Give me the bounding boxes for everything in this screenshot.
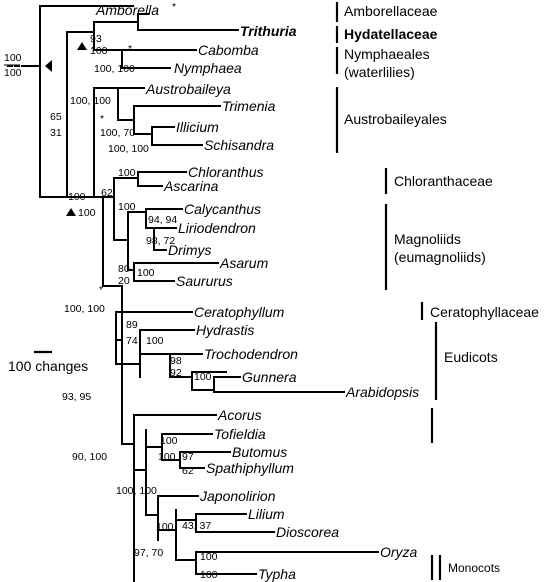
taxon-label: Calycanthus <box>184 201 261 217</box>
taxon-label: Austrobaileya <box>145 81 231 97</box>
support-value: 100 <box>200 551 218 563</box>
taxon-label: Trimenia <box>222 98 276 114</box>
support-value: 65 <box>50 111 62 123</box>
clade-label: Magnoliids <box>394 231 461 247</box>
root-triangle-marker <box>45 60 52 72</box>
support-value: 92 <box>170 367 182 379</box>
taxon-label: Asarum <box>219 255 269 271</box>
taxon-label: Japonolirion <box>199 488 276 504</box>
support-value: 94, 94 <box>148 214 177 226</box>
taxon-label: Trithuria <box>240 23 297 39</box>
clade-label: (waterlilies) <box>344 64 415 80</box>
support-value: 100 <box>118 167 136 179</box>
support-value: 100, 100 <box>64 303 105 315</box>
taxon-label: Acorus <box>217 407 262 423</box>
support-value: 100, 100 <box>108 143 149 155</box>
support-value: 100 <box>4 52 22 64</box>
support-value: 62 <box>101 187 113 199</box>
support-value: 97, 70 <box>134 547 163 559</box>
taxon-label: Cabomba <box>198 42 259 58</box>
taxon-label: Chloranthus <box>188 164 264 180</box>
support-value: 93, 95 <box>62 391 91 403</box>
taxon-label: Drimys <box>168 242 212 258</box>
taxon-label: Saururus <box>176 273 233 289</box>
support-value: 31 <box>50 127 62 139</box>
support-value: 100 <box>90 45 108 57</box>
taxon-label: Nymphaea <box>174 60 242 76</box>
taxon-label: Butomus <box>232 444 287 460</box>
taxon-label: Gunnera <box>242 369 297 385</box>
taxon-label: Tofieldia <box>214 426 266 442</box>
taxon-label: Illicium <box>176 119 219 135</box>
taxon-label: Arabidopsis <box>345 384 419 400</box>
taxon-label: Typha <box>258 566 296 582</box>
clade-label: Monocots <box>448 561 500 575</box>
support-value: * <box>99 284 103 296</box>
rest-triangle-marker <box>66 208 76 216</box>
clade-label: Chloranthaceae <box>394 173 493 189</box>
taxon-label: Oryza <box>380 544 418 560</box>
support-value: 62 <box>182 465 194 477</box>
scale-bar-label: 100 changes <box>8 358 88 374</box>
taxon-labels: Amborella Trithuria Cabomba Nymphaea Aus… <box>95 2 419 582</box>
taxon-label: Hydrastis <box>196 322 254 338</box>
support-value: * <box>172 1 176 13</box>
support-value: 43, 37 <box>182 520 211 532</box>
tree-branches <box>7 5 379 582</box>
taxon-label: Spathiphyllum <box>206 460 294 476</box>
support-value: 98, 72 <box>146 235 175 247</box>
clade-label: (eumagnoliids) <box>394 249 486 265</box>
clade-label: Ceratophyllaceae <box>430 304 539 320</box>
support-value: 100, 100 <box>94 63 135 75</box>
support-value: 100, 100 <box>70 95 111 107</box>
clade-label: Austrobaileyales <box>344 111 447 127</box>
clade-label: Amborellaceae <box>344 3 438 19</box>
support-value: 100 <box>78 207 96 219</box>
support-value: * <box>128 43 132 55</box>
taxon-label: Trochodendron <box>204 346 298 362</box>
taxon-label: Ascarina <box>163 178 219 194</box>
support-value: 80 <box>118 263 130 275</box>
support-value: 100 <box>200 569 218 581</box>
support-value: 89 <box>126 319 138 331</box>
support-value: 74 <box>126 335 138 347</box>
taxon-label: Amborella <box>95 2 159 18</box>
support-value: 100 <box>158 451 176 463</box>
support-value: 100, 100 <box>116 485 157 497</box>
nymph-triangle-marker <box>77 42 87 50</box>
support-value: 97 <box>182 451 194 463</box>
support-value: 100 <box>146 335 164 347</box>
support-value: 90, 100 <box>72 451 107 463</box>
support-value: 100 <box>194 371 212 383</box>
node-markers <box>45 42 87 216</box>
support-value: 100 <box>118 201 136 213</box>
taxon-label: Liriodendron <box>178 220 256 236</box>
support-value: 100 <box>68 191 86 203</box>
support-value: 93 <box>90 33 102 45</box>
taxon-label: Lilium <box>248 506 285 522</box>
clade-label: Hydatellaceae <box>344 26 438 42</box>
clade-brackets: Amborellaceae Hydatellaceae Nymphaeales … <box>335 2 539 580</box>
taxon-label: Ceratophyllum <box>194 304 285 320</box>
taxon-label: Schisandra <box>204 137 274 153</box>
support-value: 20 <box>118 275 130 287</box>
support-value: 100, 70 <box>100 127 135 139</box>
support-value: 100 <box>137 267 155 279</box>
taxon-label: Dioscorea <box>276 524 339 540</box>
support-value: 100 <box>160 435 178 447</box>
support-value: 100 <box>156 521 174 533</box>
support-value: 100 <box>4 67 22 79</box>
support-value: 98 <box>170 355 182 367</box>
clade-label: Nymphaeales <box>344 46 430 62</box>
support-value: * <box>100 113 104 125</box>
clade-label: Eudicots <box>444 349 498 365</box>
support-values: 100 100 93 100 * * 100, 100 65 31 100, 1… <box>4 1 218 581</box>
